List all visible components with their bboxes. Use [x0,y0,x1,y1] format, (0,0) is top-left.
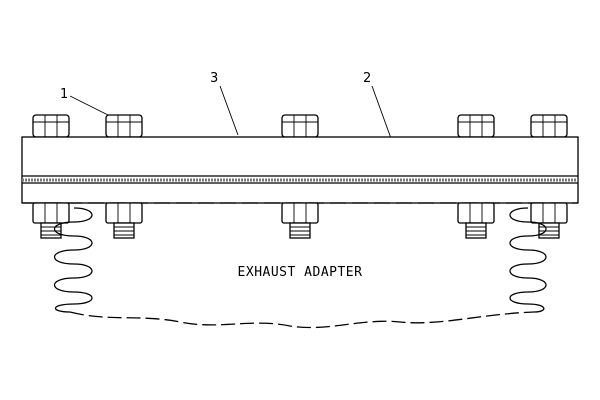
callout-2-label: 2 [363,71,371,86]
nut-5 [530,202,568,239]
callout-3-leader [219,85,239,136]
bolt-head-5 [530,114,568,138]
exhaust-adapter-caption: EXHAUST ADAPTER [238,265,363,280]
bolt-head-3 [281,114,319,138]
flange-plate [21,136,579,204]
callout-3-label: 3 [210,71,218,86]
nut-1 [32,202,70,239]
bolt-head-4 [457,114,495,138]
bolt-head-1 [32,114,70,138]
bolt-head-2 [105,114,143,138]
adapter-break-line [69,311,535,329]
nut-2 [105,202,143,239]
nut-4 [457,202,495,239]
callout-1-leader [69,95,111,117]
callout-1-label: 1 [60,87,68,102]
left-bellows-break [54,207,93,313]
nut-3 [281,202,319,239]
gasket [22,175,578,184]
right-bellows-break [509,207,547,313]
